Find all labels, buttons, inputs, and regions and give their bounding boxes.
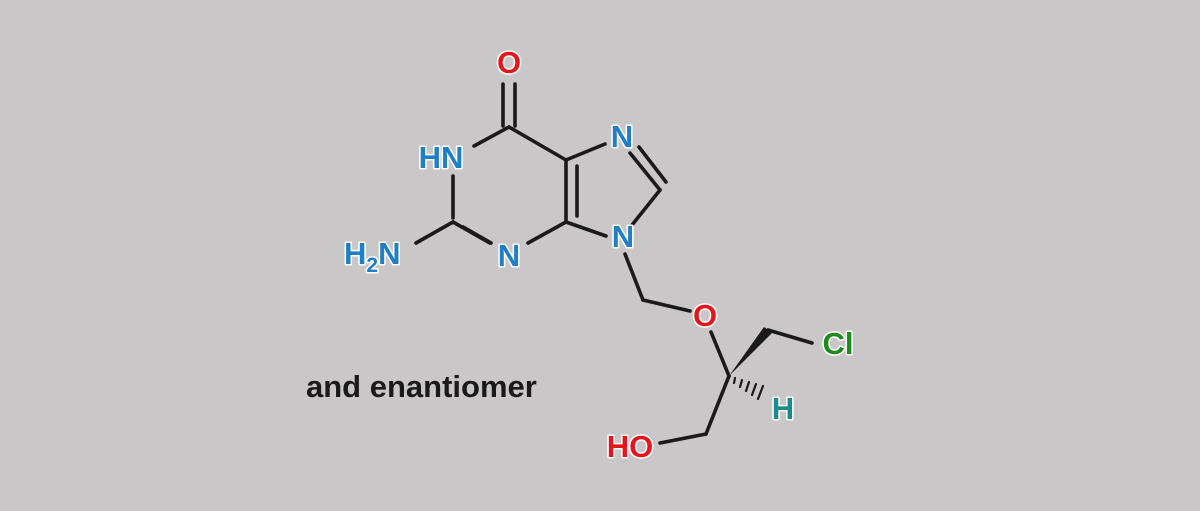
bond-cstar-ch2: [704, 374, 731, 436]
atom-cl: Cl: [823, 326, 854, 361]
bond-n7-c8-1: [628, 151, 662, 192]
bond-c2-n3-2: [461, 225, 493, 245]
hashed-wedge-bond: [732, 376, 765, 401]
atom-n3: N: [498, 238, 520, 273]
bond-o-cstar: [709, 330, 731, 378]
bond-n7-c8-2: [637, 145, 668, 184]
atom-labels: O HN N N N H2N O Cl H HO: [343, 44, 856, 466]
bond-ch2-cl: [766, 328, 814, 345]
bond-ch2-o: [641, 298, 692, 313]
bond-ch2-ho: [658, 432, 708, 445]
atom-n9: N: [612, 219, 634, 254]
bond-c4-n9: [564, 220, 608, 238]
atom-n1h: HN: [419, 140, 464, 175]
caption-text: and enantiomer: [306, 369, 537, 404]
atom-o-carbonyl: O: [497, 45, 521, 80]
bonds: [414, 82, 814, 445]
atom-hydroxyl: HO: [607, 429, 654, 464]
atom-n7: N: [611, 119, 633, 154]
bond-c6-c5: [507, 125, 568, 162]
bond-c5-n7: [564, 142, 607, 162]
bond-n3-c4: [526, 220, 568, 245]
bond-n9-ch2: [623, 252, 645, 302]
atom-o-ether: O: [693, 298, 717, 333]
bond-c2-nh2: [414, 220, 455, 245]
bond-c6-n1: [472, 125, 511, 148]
wedge-bond: [729, 327, 772, 376]
bond-c8-n9: [630, 188, 662, 227]
atom-h-stereo: H: [772, 391, 794, 426]
atom-amine: H2N: [344, 236, 400, 277]
